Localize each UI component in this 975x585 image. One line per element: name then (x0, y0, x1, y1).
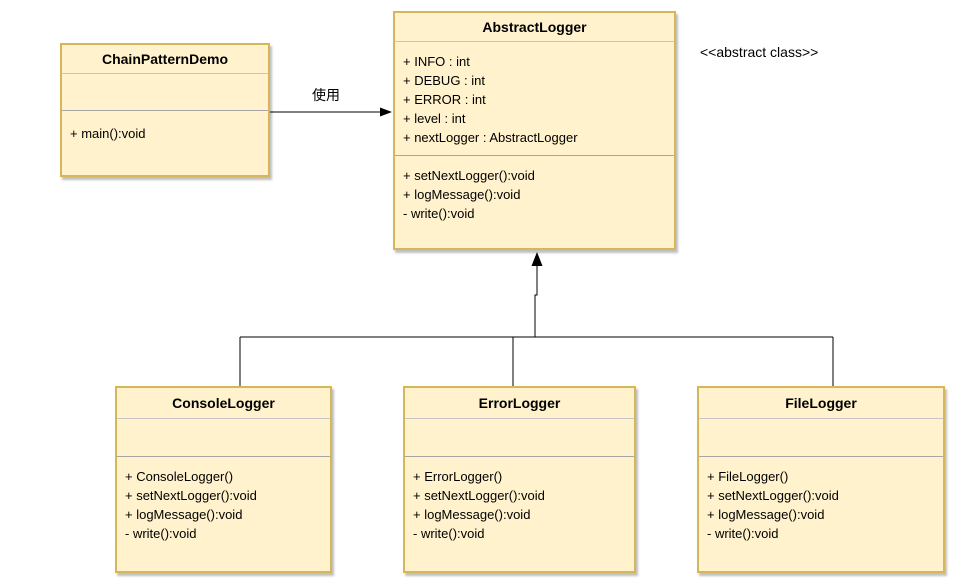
attribute-row: + INFO : int (403, 54, 470, 69)
attributes-section: + INFO : int + DEBUG : int + ERROR : int… (395, 42, 674, 156)
method-row: + logMessage():void (125, 507, 243, 522)
methods-section: + main():void (62, 111, 268, 143)
class-title: FileLogger (699, 388, 943, 419)
method-row: + FileLogger() (707, 469, 789, 484)
attributes-section (62, 74, 268, 111)
generalization-trunk-edge[interactable] (534, 265, 538, 337)
method-row: - write():void (403, 206, 475, 221)
class-console-logger[interactable]: ConsoleLogger + ConsoleLogger() + setNex… (115, 386, 332, 573)
method-row: - write():void (125, 526, 197, 541)
attribute-row: + DEBUG : int (403, 73, 485, 88)
method-row: + logMessage():void (403, 187, 521, 202)
method-row: + setNextLogger():void (413, 488, 545, 503)
class-abstract-logger[interactable]: AbstractLogger + INFO : int + DEBUG : in… (393, 11, 676, 250)
attribute-row: + ERROR : int (403, 92, 486, 107)
method-row: - write():void (707, 526, 779, 541)
attributes-section (117, 419, 330, 457)
method-row: + setNextLogger():void (707, 488, 839, 503)
class-file-logger[interactable]: FileLogger + FileLogger() + setNextLogge… (697, 386, 945, 573)
class-error-logger[interactable]: ErrorLogger + ErrorLogger() + setNextLog… (403, 386, 636, 573)
method-row: + logMessage():void (413, 507, 531, 522)
attribute-row: + nextLogger : AbstractLogger (403, 130, 578, 145)
methods-section: + ConsoleLogger() + setNextLogger():void… (117, 457, 330, 543)
use-association-arrowhead-icon (380, 107, 392, 117)
method-row: + ConsoleLogger() (125, 469, 234, 484)
abstract-class-stereotype-note: <<abstract class>> (700, 44, 819, 60)
method-row: - write():void (413, 526, 485, 541)
class-chain-pattern-demo[interactable]: ChainPatternDemo + main():void (60, 43, 270, 177)
method-row: + setNextLogger():void (125, 488, 257, 503)
method-row: + setNextLogger():void (403, 168, 535, 183)
class-title: ConsoleLogger (117, 388, 330, 419)
generalization-arrowhead-icon (531, 252, 543, 266)
attributes-section (405, 419, 634, 457)
methods-section: + ErrorLogger() + setNextLogger():void +… (405, 457, 634, 543)
class-title: ChainPatternDemo (62, 45, 268, 74)
class-title: ErrorLogger (405, 388, 634, 419)
attribute-row: + level : int (403, 111, 466, 126)
attributes-section (699, 419, 943, 457)
methods-section: + setNextLogger():void + logMessage():vo… (395, 156, 674, 223)
method-row: + logMessage():void (707, 507, 825, 522)
method-row: + main():void (70, 126, 146, 141)
use-edge-label: 使用 (312, 87, 340, 103)
method-row: + ErrorLogger() (413, 469, 503, 484)
methods-section: + FileLogger() + setNextLogger():void + … (699, 457, 943, 543)
class-title: AbstractLogger (395, 13, 674, 42)
